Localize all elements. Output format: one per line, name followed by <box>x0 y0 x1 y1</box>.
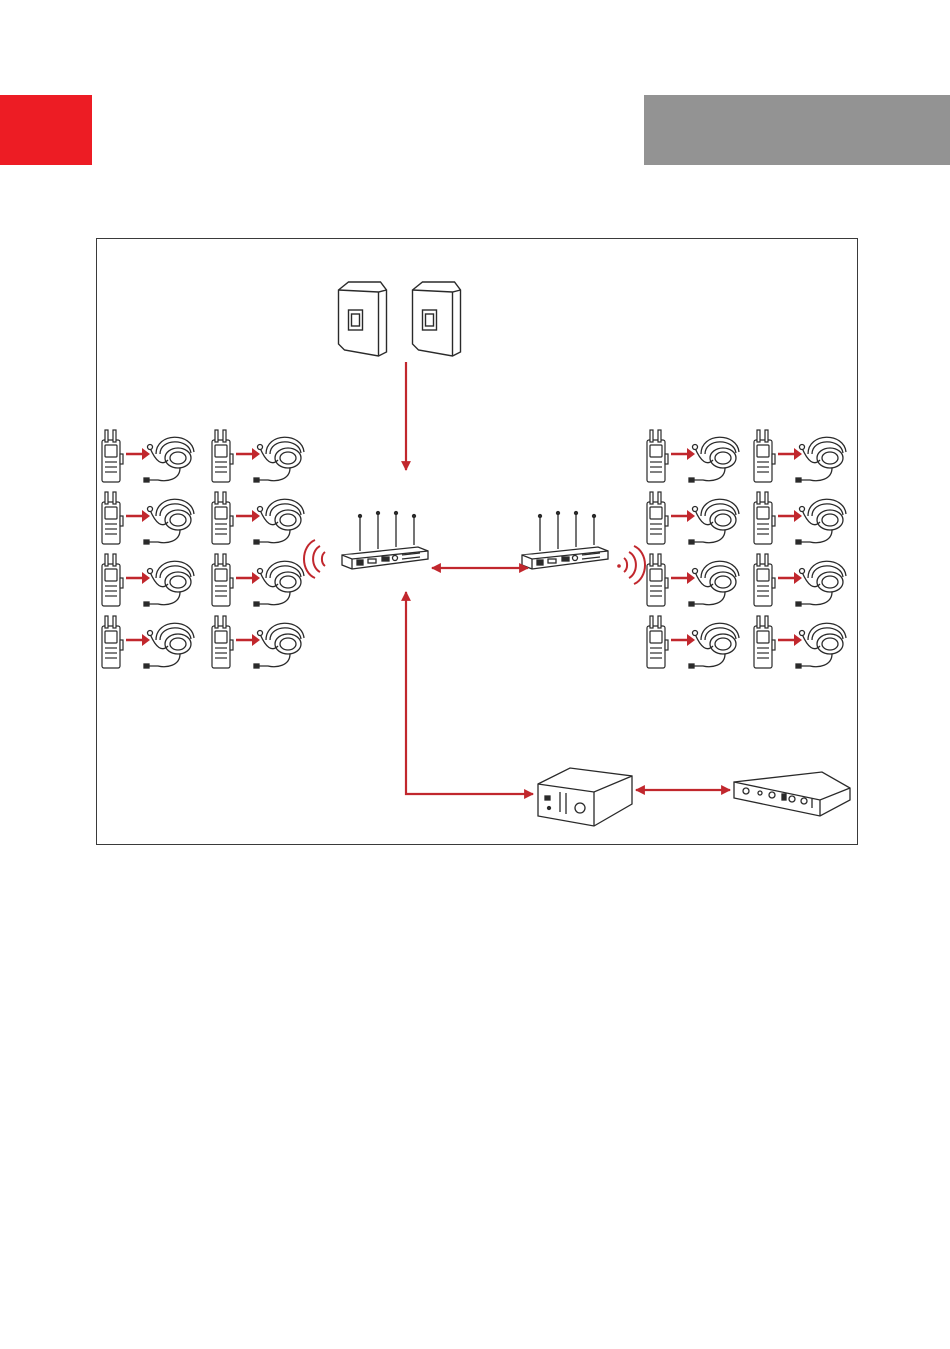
beltpack-headset-icon <box>102 492 194 544</box>
base-station-right-icon <box>522 512 608 570</box>
beltpack-headset-icon <box>754 492 846 544</box>
beltpack-headset-icon <box>102 430 194 482</box>
beltpack-headset-icon <box>647 430 739 482</box>
radio-wave-right-icon <box>617 546 645 584</box>
beltpack-headset-icon <box>212 554 304 606</box>
beltpack-headset-icon <box>212 492 304 544</box>
right-beltpack-group <box>647 430 846 668</box>
beltpack-headset-icon <box>102 554 194 606</box>
arrow-base-to-matrix <box>406 592 533 794</box>
beltpack-headset-icon <box>647 554 739 606</box>
beltpack-headset-icon <box>102 616 194 668</box>
left-beltpack-group <box>102 430 304 668</box>
radio-wave-left-icon <box>304 540 325 578</box>
beltpack-headset-icon <box>647 492 739 544</box>
beltpack-headset-icon <box>647 616 739 668</box>
beltpack-headset-icon <box>754 554 846 606</box>
matrix-box-icon <box>538 768 632 826</box>
beltpack-headset-icon <box>212 430 304 482</box>
rack-interface-icon <box>734 772 850 816</box>
speaker-pair-icon <box>339 282 461 356</box>
beltpack-headset-icon <box>754 430 846 482</box>
base-station-left-icon <box>342 512 428 570</box>
beltpack-headset-icon <box>212 616 304 668</box>
beltpack-headset-icon <box>754 616 846 668</box>
